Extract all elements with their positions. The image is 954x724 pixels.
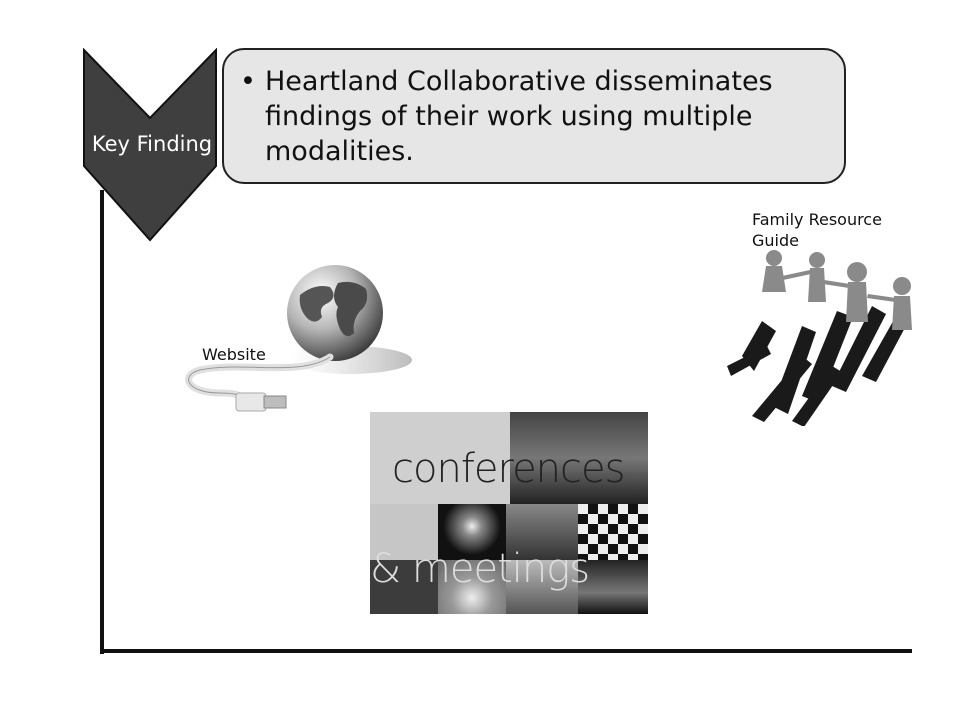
website-label: Website	[202, 345, 266, 364]
frame-bottom-border	[100, 649, 912, 653]
collage-text-conferences: conferences	[392, 446, 625, 492]
globe-cable-image	[185, 265, 412, 412]
key-finding-text: Heartland Collaborative disseminates fin…	[265, 66, 773, 167]
family-silhouette-image	[727, 250, 912, 426]
key-finding-chevron	[83, 48, 217, 242]
collage-text-meetings: & meetings	[370, 546, 590, 592]
bullet-marker: •	[240, 66, 256, 97]
key-finding-text-block: • Heartland Collaborative disseminates f…	[240, 64, 820, 169]
family-resource-guide-label: Family Resource Guide	[752, 210, 882, 250]
key-finding-callout	[222, 48, 846, 184]
key-finding-label: Key Finding	[91, 132, 213, 156]
conferences-collage-image: conferences & meetings	[370, 412, 648, 614]
frame-left-border	[100, 190, 104, 654]
